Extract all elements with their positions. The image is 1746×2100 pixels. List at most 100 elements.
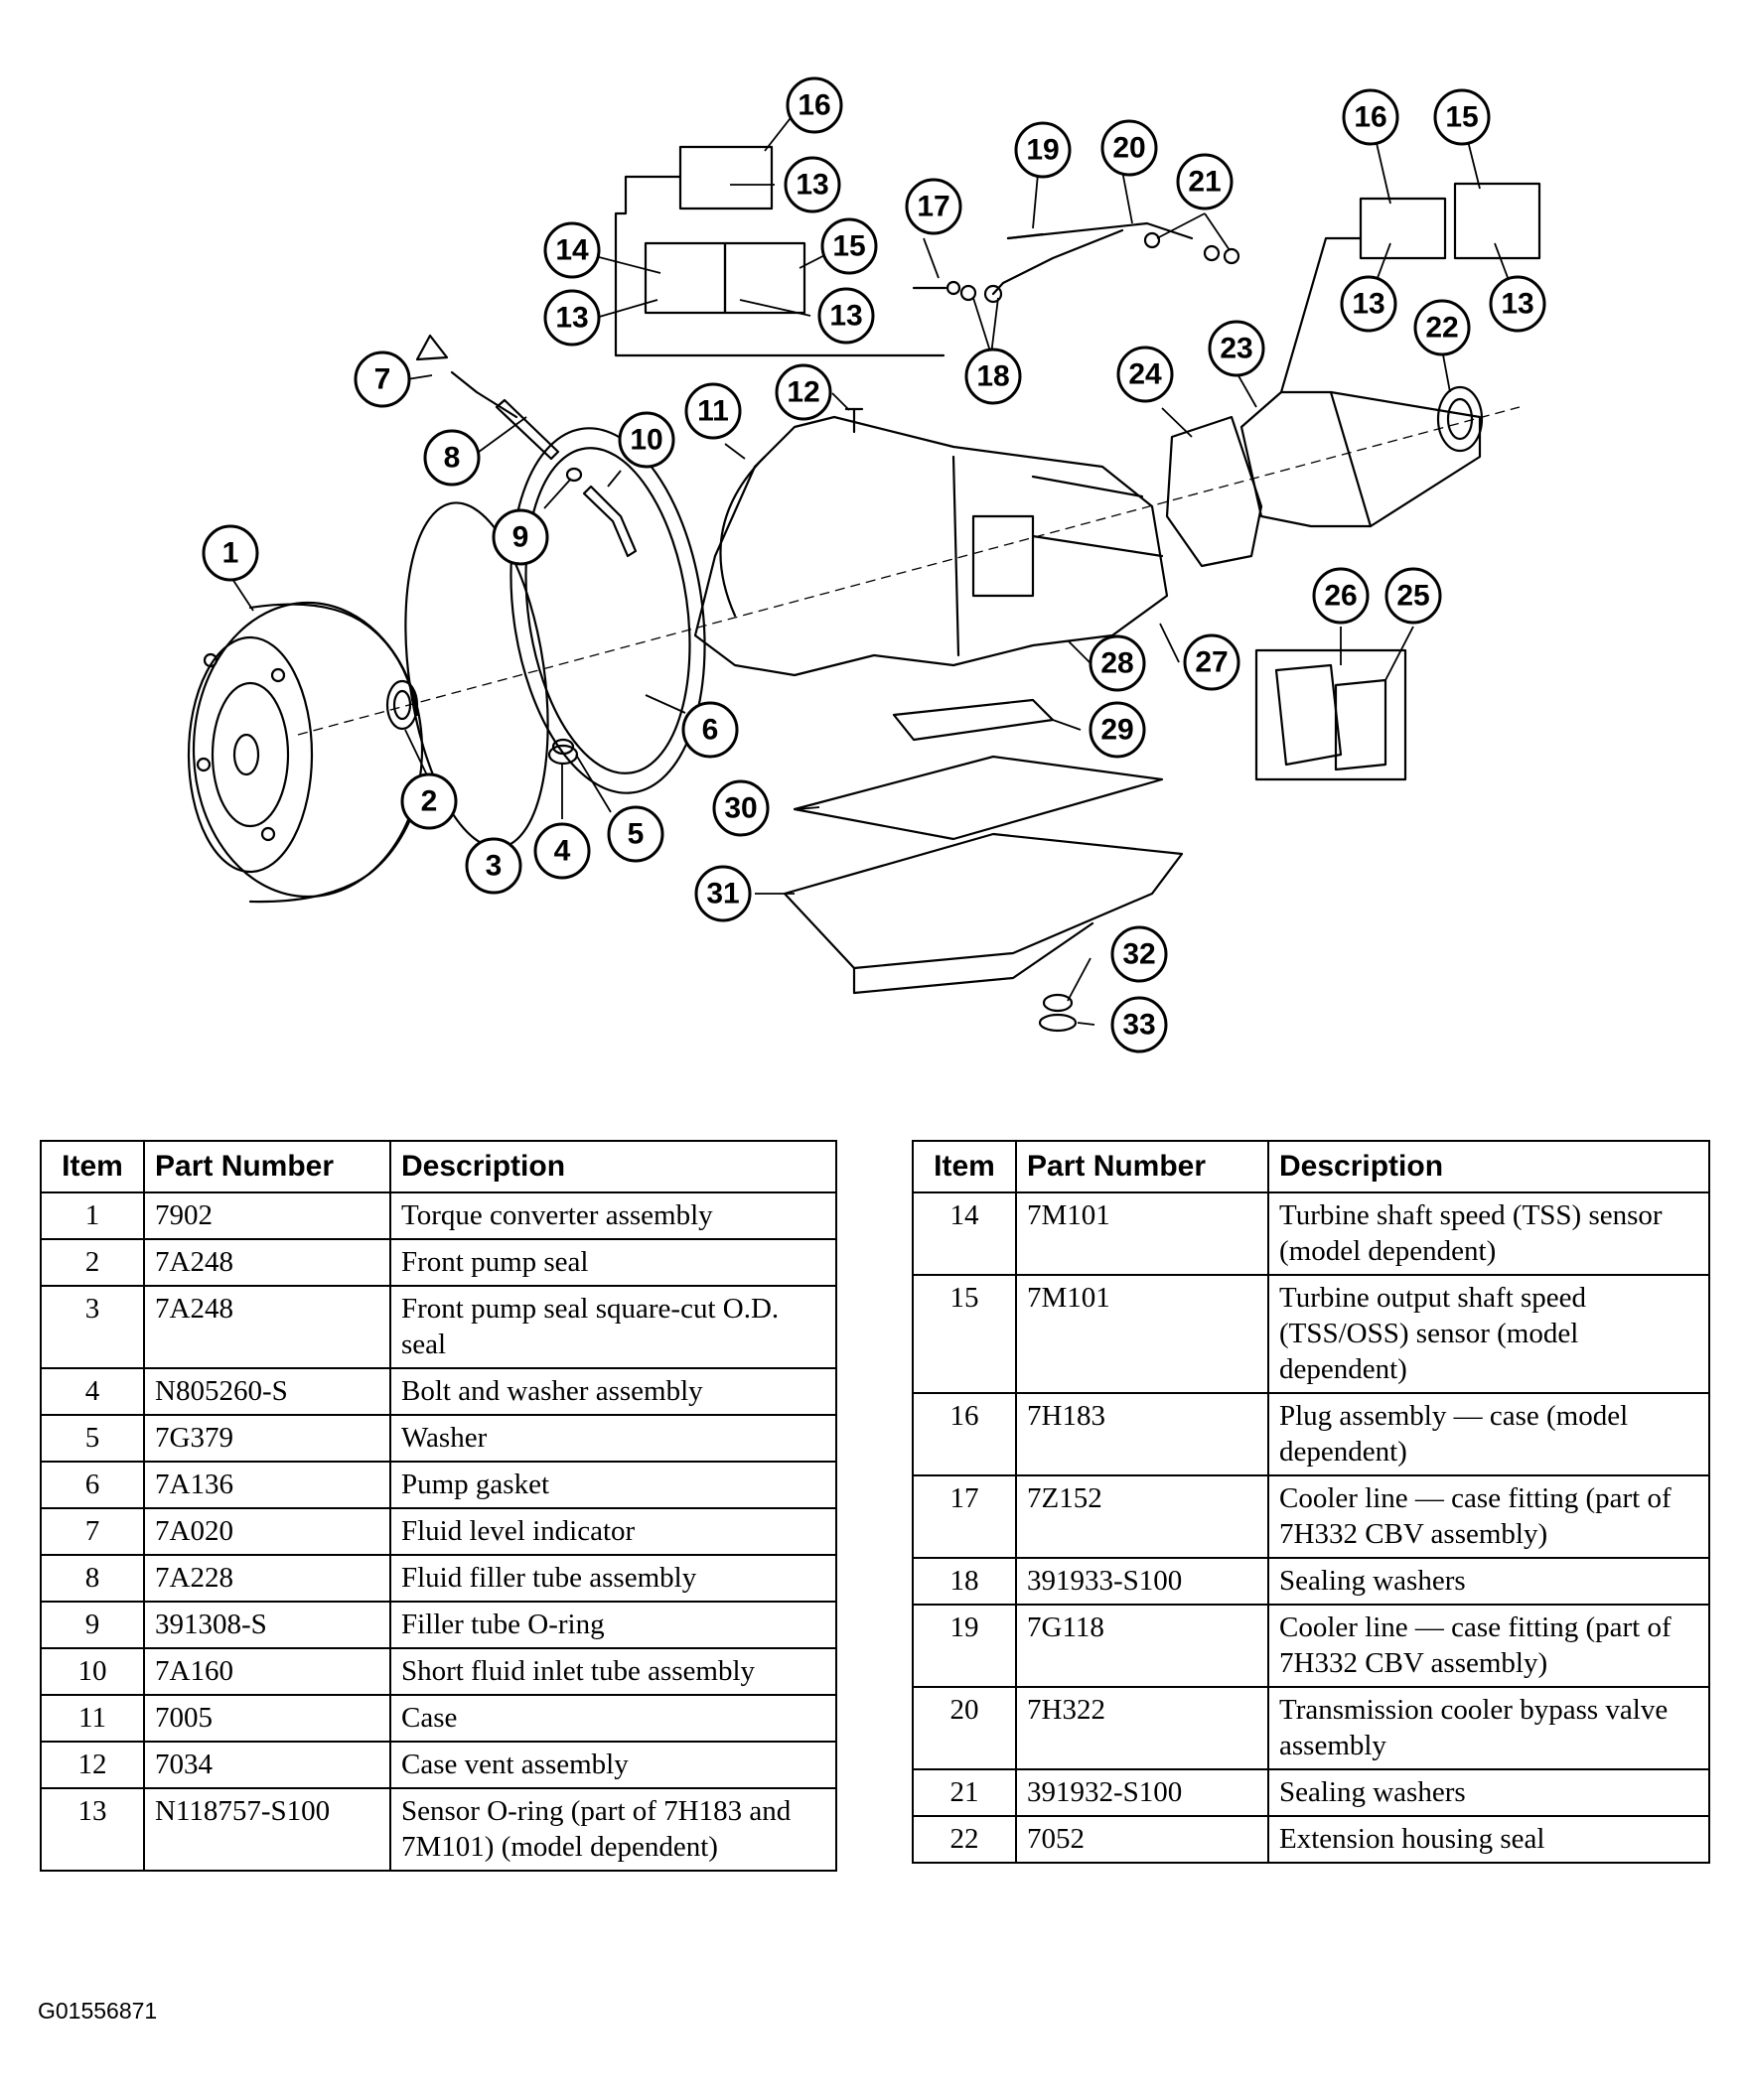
svg-text:18: 18: [976, 360, 1009, 393]
part-number-cell: 7034: [143, 1741, 391, 1789]
svg-text:23: 23: [1220, 333, 1252, 365]
svg-text:33: 33: [1122, 1009, 1155, 1042]
svg-text:22: 22: [1425, 312, 1458, 345]
valve-body-drawing: [892, 698, 1055, 742]
part-number-cell: 7G379: [143, 1414, 391, 1463]
item-number-cell: 22: [912, 1815, 1017, 1864]
callout-6: 6: [681, 701, 739, 759]
cover-plate-drawing: [1254, 648, 1407, 781]
description-cell: Sensor O-ring (part of 7H183 and 7M101) …: [389, 1787, 837, 1872]
callout-29: 29: [1089, 701, 1146, 759]
leader-lines: [229, 104, 1519, 1026]
item-number-cell: 1: [40, 1191, 145, 1240]
cooler-line-drawing: [912, 221, 1240, 304]
front-pump-seal-drawing: [385, 679, 419, 731]
svg-text:21: 21: [1188, 166, 1221, 199]
callout-15-b: 15: [1433, 88, 1491, 146]
callout-8: 8: [423, 429, 481, 487]
description-cell: Front pump seal square-cut O.D. seal: [389, 1285, 837, 1369]
svg-text:14: 14: [555, 234, 589, 267]
svg-text:16: 16: [798, 89, 830, 122]
item-number-cell: 8: [40, 1554, 145, 1603]
callout-11: 11: [684, 382, 742, 440]
callout-32: 32: [1110, 925, 1168, 983]
callout-14: 14: [543, 221, 601, 279]
item-number-cell: 16: [912, 1392, 1017, 1476]
callout-2: 2: [400, 772, 458, 830]
svg-text:5: 5: [628, 818, 645, 851]
description-cell: Sealing washers: [1267, 1768, 1710, 1817]
torque-converter-drawing: [187, 601, 424, 904]
callout-13-c: 13: [817, 287, 875, 345]
description-cell: Fluid level indicator: [389, 1507, 837, 1556]
svg-text:11: 11: [697, 395, 729, 428]
table-header-row: Item Part Number Description: [912, 1140, 1710, 1193]
svg-text:32: 32: [1122, 938, 1155, 971]
description-cell: Fluid filler tube assembly: [389, 1554, 837, 1603]
svg-text:9: 9: [512, 521, 529, 554]
description-cell: Turbine output shaft speed (TSS/OSS) sen…: [1267, 1274, 1710, 1394]
part-number-cell: 391932-S100: [1015, 1768, 1269, 1817]
item-number-cell: 13: [40, 1787, 145, 1872]
header-part-number: Part Number: [1015, 1140, 1269, 1193]
svg-text:31: 31: [706, 878, 739, 910]
svg-text:26: 26: [1324, 580, 1357, 613]
svg-text:16: 16: [1354, 101, 1386, 134]
callout-28: 28: [1089, 634, 1146, 692]
part-number-cell: 7Z152: [1015, 1474, 1269, 1559]
item-number-cell: 18: [912, 1557, 1017, 1606]
svg-text:6: 6: [702, 714, 719, 747]
item-number-cell: 7: [40, 1507, 145, 1556]
callout-25: 25: [1384, 567, 1442, 625]
callout-7: 7: [354, 350, 411, 408]
item-number-cell: 4: [40, 1367, 145, 1416]
callout-10: 10: [618, 411, 675, 469]
description-cell: Front pump seal: [389, 1238, 837, 1287]
figure-id: G01556871: [38, 1998, 158, 2024]
callout-33: 33: [1110, 996, 1168, 1053]
part-number-cell: 391933-S100: [1015, 1557, 1269, 1606]
extension-seal-drawing: [1436, 385, 1484, 453]
svg-text:13: 13: [796, 169, 828, 202]
svg-text:7: 7: [374, 363, 391, 396]
part-number-cell: 7005: [143, 1694, 391, 1743]
description-cell: Case vent assembly: [389, 1741, 837, 1789]
callout-1: 1: [202, 524, 259, 582]
callout-26: 26: [1312, 567, 1370, 625]
item-number-cell: 20: [912, 1686, 1017, 1770]
item-number-cell: 2: [40, 1238, 145, 1287]
svg-text:13: 13: [829, 300, 862, 333]
callout-5: 5: [607, 805, 664, 863]
svg-text:15: 15: [1445, 101, 1478, 134]
description-cell: Filler tube O-ring: [389, 1601, 837, 1649]
description-cell: Short fluid inlet tube assembly: [389, 1647, 837, 1696]
description-cell: Pump gasket: [389, 1461, 837, 1509]
description-cell: Case: [389, 1694, 837, 1743]
sensor-boxes-drawing: [614, 145, 1541, 394]
svg-text:13: 13: [1501, 288, 1533, 321]
svg-text:13: 13: [555, 302, 588, 335]
header-item: Item: [40, 1140, 145, 1193]
callout-16-a: 16: [786, 76, 843, 134]
callout-12: 12: [775, 363, 832, 421]
header-part-number: Part Number: [143, 1140, 391, 1193]
part-number-cell: 7A136: [143, 1461, 391, 1509]
callout-13-b: 13: [543, 289, 601, 347]
item-number-cell: 17: [912, 1474, 1017, 1559]
svg-text:4: 4: [554, 835, 571, 868]
centerline: [297, 406, 1521, 736]
item-number-cell: 21: [912, 1768, 1017, 1817]
part-number-cell: 7A020: [143, 1507, 391, 1556]
